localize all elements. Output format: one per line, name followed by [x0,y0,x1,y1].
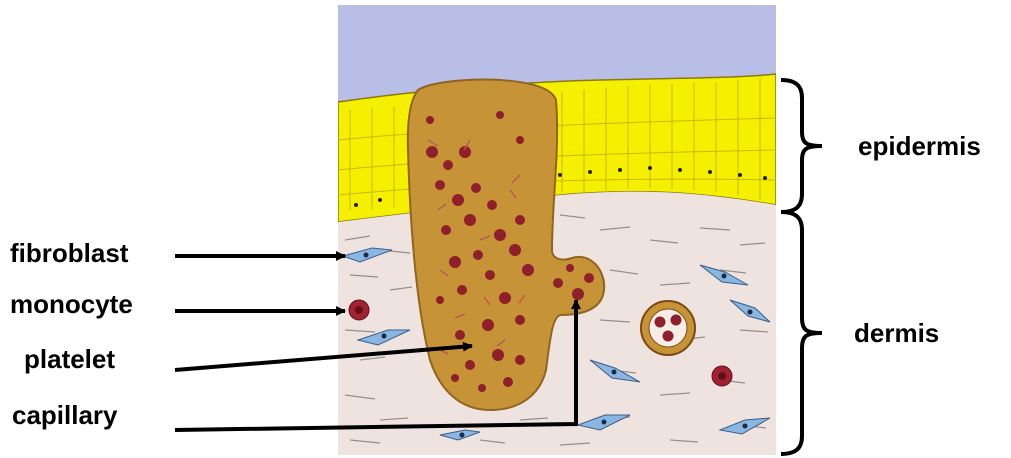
label-epidermis: epidermis [858,131,981,161]
label-monocyte: monocyte [10,289,133,319]
label-dermis: dermis [854,318,939,348]
capillary-cross-section [641,301,695,355]
label-platelet: platelet [24,344,115,374]
label-fibroblast: fibroblast [10,238,129,268]
epidermis-bracket [781,80,822,212]
label-capillary: capillary [12,400,118,430]
dermis-bracket [781,212,822,454]
